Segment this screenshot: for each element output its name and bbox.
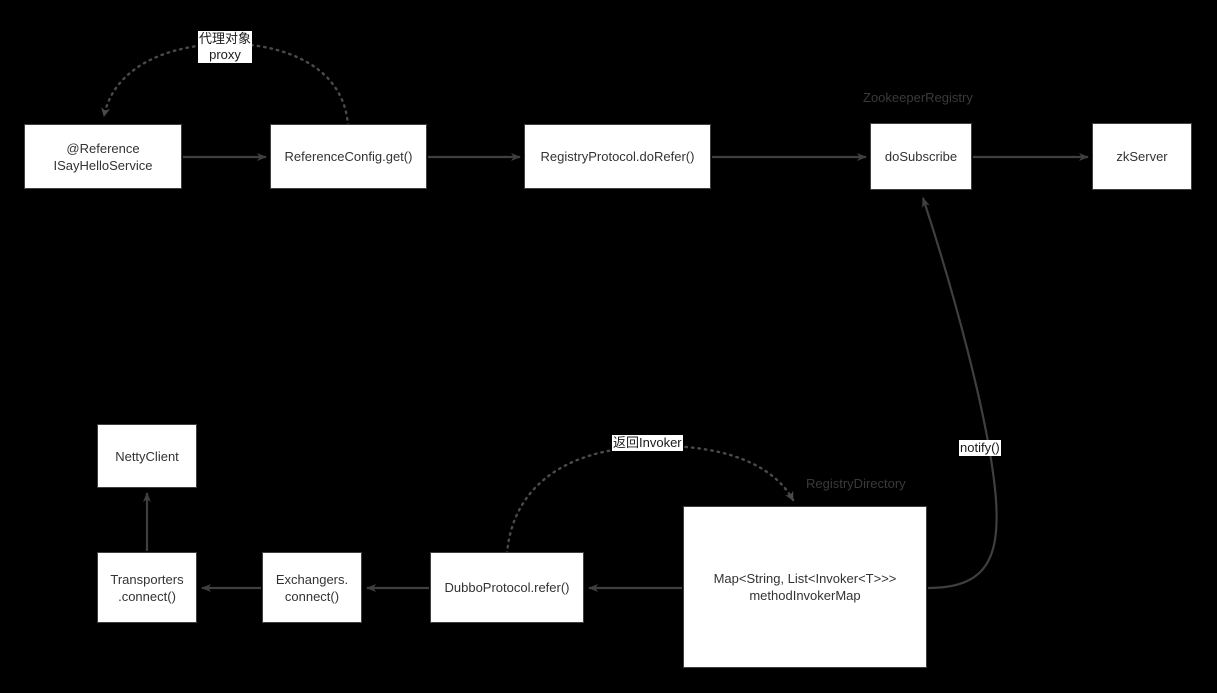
node-registry-protocol-do-refer[interactable]: RegistryProtocol.doRefer() [524,124,711,189]
edge-label-proxy: 代理对象 proxy [198,31,253,63]
node-do-subscribe[interactable]: doSubscribe [870,123,972,190]
edge-label-notify: notify() [959,440,1001,456]
node-transporters-connect[interactable]: Transporters .connect() [97,552,197,623]
node-exchangers-connect[interactable]: Exchangers. connect() [262,552,362,623]
group-label-registry-directory: RegistryDirectory [806,476,906,491]
node-dubbo-protocol-refer[interactable]: DubboProtocol.refer() [430,552,584,623]
node-netty-client[interactable]: NettyClient [97,424,197,488]
group-label-zookeeper-registry: ZookeeperRegistry [863,90,973,105]
node-reference-config-get[interactable]: ReferenceConfig.get() [270,124,427,189]
node-reference[interactable]: @Reference ISayHelloService [24,124,182,189]
edge-label-return-invoker: 返回Invoker [612,435,683,451]
node-zk-server[interactable]: zkServer [1092,123,1192,190]
edge-methodinvokermap-to-dosubscribe [921,197,998,590]
node-method-invoker-map[interactable]: Map<String, List<Invoker<T>>> methodInvo… [683,506,927,668]
